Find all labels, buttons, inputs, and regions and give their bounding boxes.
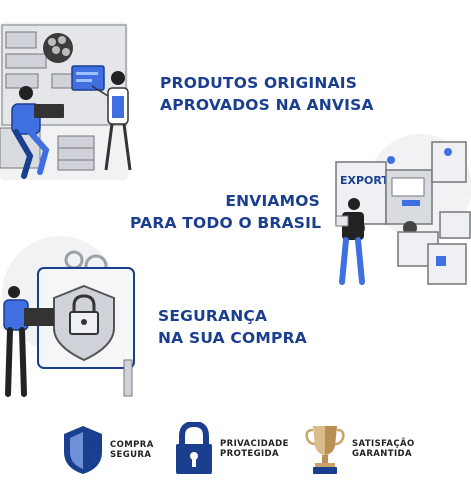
badge-privacy-protected-label: PRIVACIDADE PROTEGIDA: [220, 439, 289, 459]
feature-1-line1: PRODUTOS ORIGINAIS: [160, 74, 358, 92]
feature-2-line1: ENVIAMOS: [225, 192, 320, 210]
badge-3-line1: SATISFAÇÃO: [352, 439, 415, 449]
truck-sign-text: EXPORT: [340, 174, 389, 187]
feature-security-heading: SEGURANÇA NA SUA COMPRA: [158, 305, 307, 349]
shield-icon: [64, 426, 102, 474]
export-delivery-illustration: EXPORT: [335, 134, 471, 285]
feature-shipping-heading: ENVIAMOS PARA TODO O BRASIL: [130, 190, 322, 234]
feature-3-line2: NA SUA COMPRA: [158, 329, 307, 347]
feature-1-line2: APROVADOS NA ANVISA: [160, 96, 374, 114]
badge-satisfaction-guaranteed: SATISFAÇÃO GARANTIDA: [304, 422, 415, 476]
badge-2-line2: PROTEGIDA: [220, 449, 279, 459]
badge-3-line2: GARANTIDA: [352, 449, 412, 459]
feature-3-line1: SEGURANÇA: [158, 307, 268, 325]
badge-privacy-protected: PRIVACIDADE PROTEGIDA: [174, 422, 289, 476]
lab-presentation-illustration: [0, 22, 132, 180]
security-illustration: [2, 236, 135, 397]
trophy-icon: [305, 426, 345, 474]
padlock-icon: [176, 422, 212, 474]
feature-2-line2: PARA TODO O BRASIL: [130, 214, 322, 232]
badge-secure-purchase-label: COMPRA SEGURA: [110, 440, 154, 460]
badge-1-line1: COMPRA: [110, 440, 154, 450]
badge-1-line2: SEGURA: [110, 450, 152, 460]
badge-secure-purchase: COMPRA SEGURA: [62, 424, 154, 476]
badge-satisfaction-guaranteed-label: SATISFAÇÃO GARANTIDA: [352, 439, 415, 459]
feature-original-products-heading: PRODUTOS ORIGINAIS APROVADOS NA ANVISA: [160, 72, 374, 116]
badge-2-line1: PRIVACIDADE: [220, 439, 289, 449]
